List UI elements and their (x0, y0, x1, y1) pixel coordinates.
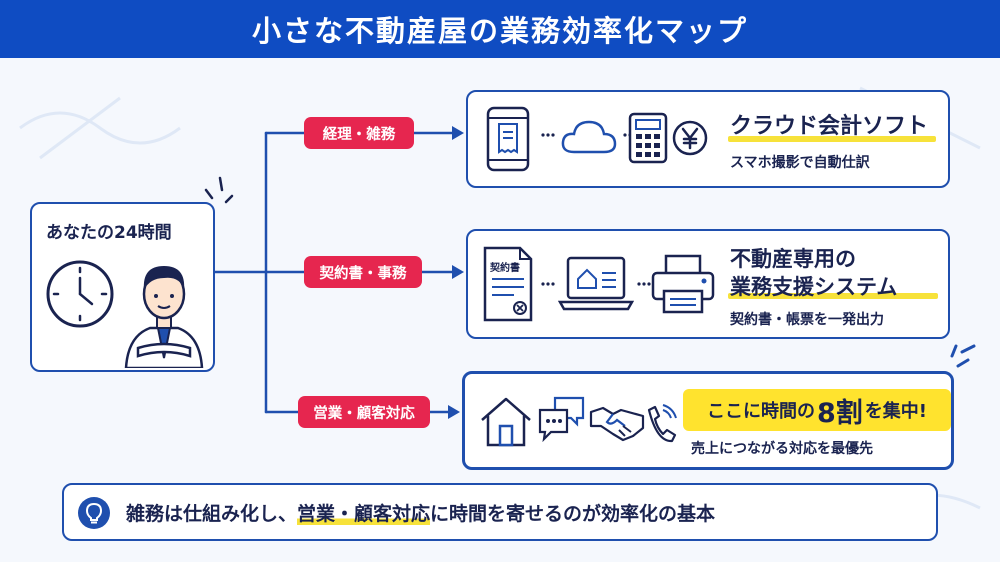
you-24h-box: あなたの24時間 (30, 202, 215, 372)
calculator-icon (628, 112, 668, 164)
tag-accounting: 経理・雑務 (304, 117, 414, 149)
bottom-summary-box: 雑務は仕組み化し、営業・顧客対応に時間を寄せるのが効率化の基本 (62, 483, 938, 541)
lightbulb-icon (85, 502, 103, 524)
bottom-summary-text: 雑務は仕組み化し、営業・顧客対応に時間を寄せるのが効率化の基本 (126, 499, 715, 526)
focus-big: 8割 (816, 397, 863, 429)
card1-title: クラウド会計ソフト (730, 114, 929, 139)
businessman-avatar-icon (124, 266, 204, 368)
card3-subtitle: 売上につながる対応を最優先 (691, 441, 873, 457)
yen-icon (672, 120, 708, 156)
title-highlight (728, 293, 938, 299)
bottom-text-post: に時間を寄せるのが効率化の基本 (430, 503, 716, 525)
dots-connector (637, 282, 651, 286)
card-realestate-system: 契約書 不動産専用の 業務支援システム 契約書・帳票を一発出力 (466, 229, 950, 339)
card2-title-line1: 不動産専用の (730, 247, 856, 271)
contract-doc-label: 契約書 (490, 263, 520, 274)
page-title: 小さな不動産屋の業務効率化マップ (0, 0, 1000, 58)
card-cloud-accounting: クラウド会計ソフト スマホ撮影で自動仕訳 (466, 90, 950, 188)
card1-subtitle: スマホ撮影で自動仕訳 (730, 155, 870, 171)
card2-subtitle: 契約書・帳票を一発出力 (730, 312, 884, 328)
bottom-text-mark: 営業・顧客対応 (297, 503, 431, 525)
house-icon (481, 397, 531, 447)
clock-icon (46, 260, 114, 328)
bottom-text-pre: 雑務は仕組み化し、 (126, 503, 298, 525)
title-highlight (728, 136, 936, 142)
chat-bubbles-icon (538, 396, 585, 443)
smartphone-receipt-icon (486, 106, 530, 172)
page-title-text: 小さな不動産屋の業務効率化マップ (251, 14, 748, 48)
contract-document-icon: 契約書 (482, 245, 534, 323)
tag-sales: 営業・顧客対応 (298, 396, 430, 428)
tag-contracts: 契約書・事務 (304, 256, 422, 288)
focus-post: を集中! (864, 401, 927, 422)
focus-pre: ここに時間の (706, 401, 815, 422)
phone-icon (647, 404, 677, 443)
dots-connector (541, 133, 555, 137)
cloud-icon (561, 120, 617, 154)
card2-title-line2: 業務支援システム (730, 275, 898, 299)
printer-icon (651, 254, 715, 314)
dots-connector (541, 282, 555, 286)
handshake-icon (589, 406, 645, 442)
you-title: あなたの24時間 (46, 223, 172, 243)
lightbulb-badge (78, 497, 110, 529)
laptop-house-icon (558, 256, 634, 311)
